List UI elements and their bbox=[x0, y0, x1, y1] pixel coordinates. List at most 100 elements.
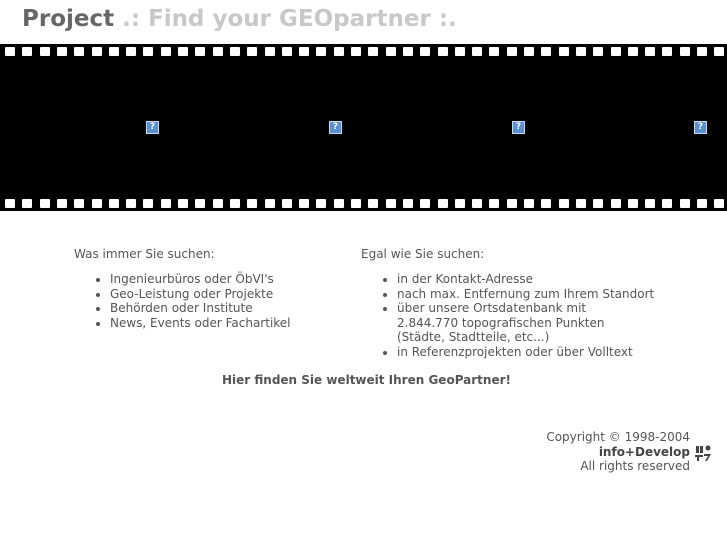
film-perforation bbox=[662, 199, 672, 208]
list-item: Ingenieurbüros oder ÖbVI's bbox=[110, 272, 344, 287]
film-perforation bbox=[109, 47, 119, 56]
film-perforation bbox=[714, 47, 724, 56]
film-perforation bbox=[265, 47, 275, 56]
film-perforation bbox=[178, 47, 188, 56]
film-perforation bbox=[593, 199, 603, 208]
search-what-list: Ingenieurbüros oder ÖbVI's Geo-Leistung … bbox=[74, 272, 344, 330]
film-perforation bbox=[178, 199, 188, 208]
film-perforation bbox=[5, 199, 15, 208]
film-perforation bbox=[92, 199, 102, 208]
film-perforation bbox=[265, 199, 275, 208]
list-item: Geo-Leistung oder Projekte bbox=[110, 287, 344, 302]
film-perforation bbox=[282, 199, 292, 208]
film-perforation bbox=[611, 199, 621, 208]
broken-image-icon: ? bbox=[329, 121, 342, 134]
film-perforation bbox=[57, 47, 67, 56]
film-perforation bbox=[126, 199, 136, 208]
film-perforation bbox=[161, 47, 171, 56]
film-perforation bbox=[455, 199, 465, 208]
film-perforation bbox=[645, 47, 655, 56]
search-how-section: Egal wie Sie suchen: in der Kontakt-Adre… bbox=[361, 247, 661, 359]
film-perforation bbox=[316, 47, 326, 56]
film-perforation bbox=[438, 47, 448, 56]
rights-text: All rights reserved bbox=[580, 459, 690, 474]
list-item: Behörden oder Institute bbox=[110, 301, 344, 316]
film-perforation bbox=[576, 47, 586, 56]
film-perforation bbox=[662, 47, 672, 56]
film-perforation bbox=[92, 47, 102, 56]
film-perforation bbox=[334, 199, 344, 208]
info-develop-logo-icon bbox=[695, 445, 711, 461]
search-how-list: in der Kontakt-Adresse nach max. Entfern… bbox=[361, 272, 661, 359]
film-perforation bbox=[697, 47, 707, 56]
film-perforation bbox=[559, 47, 569, 56]
title-project: Project bbox=[22, 6, 115, 32]
film-perforation bbox=[472, 47, 482, 56]
film-perforation bbox=[403, 199, 413, 208]
film-perforation bbox=[282, 47, 292, 56]
film-perforation bbox=[299, 47, 309, 56]
film-perforation bbox=[74, 47, 84, 56]
film-perforation bbox=[714, 199, 724, 208]
film-perforation bbox=[576, 199, 586, 208]
film-perforation bbox=[22, 199, 32, 208]
film-perforation bbox=[213, 199, 223, 208]
film-perforation bbox=[109, 199, 119, 208]
film-perforation bbox=[161, 199, 171, 208]
filmstrip-perforations-bottom bbox=[0, 199, 727, 208]
list-item: in Referenzprojekten oder über Volltext bbox=[397, 345, 661, 360]
film-perforation bbox=[74, 199, 84, 208]
film-perforation bbox=[507, 199, 517, 208]
search-what-section: Was immer Sie suchen: Ingenieurbüros ode… bbox=[74, 247, 344, 330]
brand-link[interactable]: info+Develop bbox=[598, 444, 690, 459]
page-title: Project .: Find your GEOpartner :. bbox=[22, 6, 457, 32]
film-perforation bbox=[386, 47, 396, 56]
film-perforation bbox=[611, 47, 621, 56]
film-perforation bbox=[680, 47, 690, 56]
search-what-title: Was immer Sie suchen: bbox=[74, 247, 215, 261]
film-perforation bbox=[489, 47, 499, 56]
film-perforation bbox=[126, 47, 136, 56]
film-perforation bbox=[230, 199, 240, 208]
title-find-geopartner: .: Find your GEOpartner :. bbox=[114, 6, 457, 32]
film-perforation bbox=[524, 47, 534, 56]
film-perforation bbox=[368, 47, 378, 56]
film-perforation bbox=[524, 199, 534, 208]
broken-image-icon: ? bbox=[694, 121, 707, 134]
filmstrip-perforations-top bbox=[0, 47, 727, 56]
film-perforation bbox=[57, 199, 67, 208]
film-perforation bbox=[230, 47, 240, 56]
filmstrip-banner: ? ? ? ? bbox=[0, 44, 727, 211]
film-perforation bbox=[351, 199, 361, 208]
film-perforation bbox=[247, 47, 257, 56]
list-item: nach max. Entfernung zum Ihrem Standort bbox=[397, 287, 661, 302]
film-perforation bbox=[213, 47, 223, 56]
film-perforation bbox=[628, 47, 638, 56]
film-perforation bbox=[645, 199, 655, 208]
tagline: Hier finden Sie weltweit Ihren GeoPartne… bbox=[222, 373, 511, 387]
copyright-text: Copyright © 1998-2004 bbox=[546, 430, 690, 444]
broken-image-icon: ? bbox=[512, 121, 525, 134]
search-how-title: Egal wie Sie suchen: bbox=[361, 247, 485, 261]
film-perforation bbox=[559, 199, 569, 208]
film-perforation bbox=[195, 199, 205, 208]
film-perforation bbox=[247, 199, 257, 208]
film-perforation bbox=[368, 199, 378, 208]
film-perforation bbox=[420, 199, 430, 208]
film-perforation bbox=[40, 47, 50, 56]
film-perforation bbox=[680, 199, 690, 208]
film-perforation bbox=[143, 199, 153, 208]
film-perforation bbox=[455, 47, 465, 56]
film-perforation bbox=[541, 47, 551, 56]
film-perforation bbox=[507, 47, 517, 56]
list-item: News, Events oder Fachartikel bbox=[110, 316, 344, 331]
film-perforation bbox=[299, 199, 309, 208]
film-perforation bbox=[22, 47, 32, 56]
film-perforation bbox=[143, 47, 153, 56]
film-perforation bbox=[195, 47, 205, 56]
film-perforation bbox=[351, 47, 361, 56]
list-item: über unsere Ortsdatenbank mit 2.844.770 … bbox=[397, 301, 647, 345]
film-perforation bbox=[593, 47, 603, 56]
film-perforation bbox=[5, 47, 15, 56]
film-perforation bbox=[316, 199, 326, 208]
